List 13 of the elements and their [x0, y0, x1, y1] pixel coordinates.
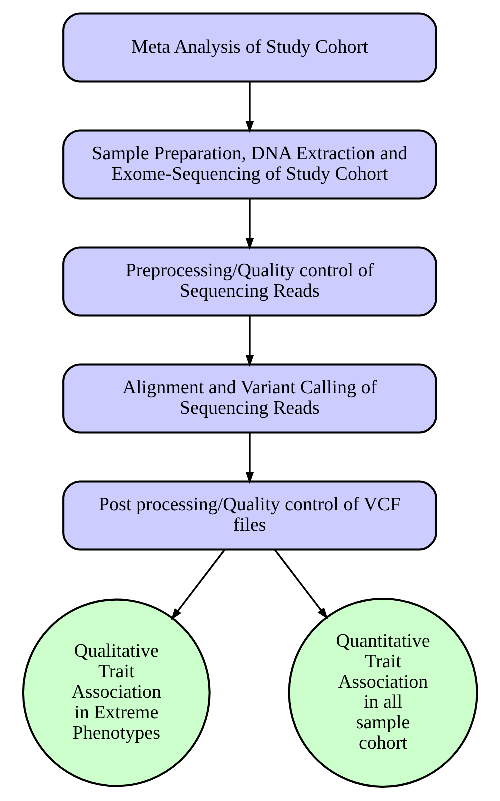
node-box: Meta Analysis of Study Cohort [62, 12, 437, 83]
node-circle: Qualitative Trait Association in Extreme Phenotypes [22, 598, 210, 788]
node-box: Sample Preparation, DNA Extraction and Exome-Sequencing of Study Cohort [62, 130, 437, 200]
arrow [245, 316, 254, 368]
arrow [274, 549, 328, 620]
node-box: Preprocessing/Quality control of Sequencing Reads [62, 246, 437, 317]
node-circle: Quantitative Trait Association in all sample cohort [288, 598, 478, 788]
arrow [245, 199, 254, 250]
arrow [245, 82, 254, 134]
node-box: Alignment and Variant Calling of Sequencing Reads [62, 364, 437, 434]
node-box: Post processing/Quality control of VCF files [62, 480, 437, 551]
arrow [245, 433, 254, 484]
arrow [170, 549, 226, 620]
